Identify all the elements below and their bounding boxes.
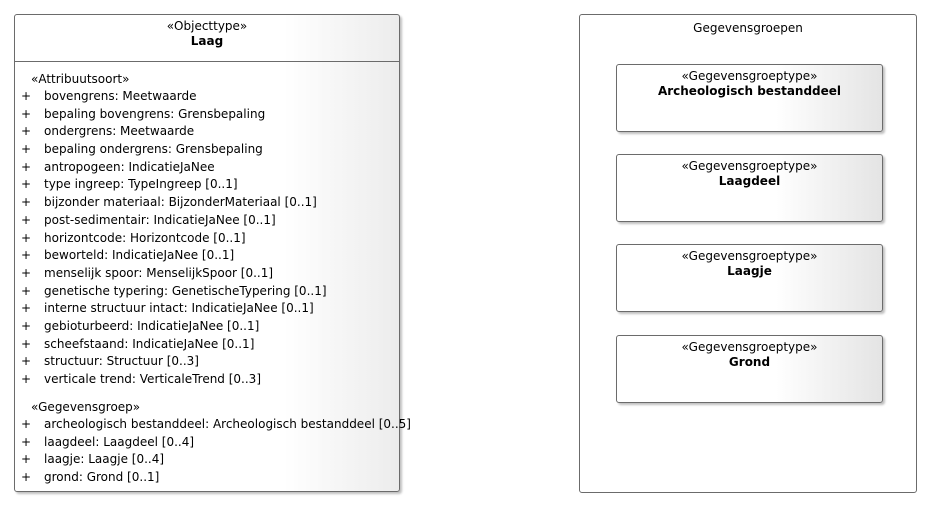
group-type-box-archeologisch-bestanddeel[interactable]: «Gegevensgroeptype» Archeologisch bestan… [616,64,883,132]
attribute-row[interactable]: + post-sedimentair: IndicatieJaNee [0..1] [15,212,399,230]
attribute-row[interactable]: + antropogeen: IndicatieJaNee [15,159,399,177]
attribute-row-text: post-sedimentair: IndicatieJaNee [0..1] [44,212,276,227]
public-visibility-marker: + [21,212,32,227]
attribute-row-text: genetische typering: GenetischeTypering … [44,283,327,298]
group-type-box-laagje[interactable]: «Gegevensgroeptype» Laagje [616,244,883,312]
class-stereotype: «Objecttype» [166,19,248,33]
attribute-row[interactable]: + beworteld: IndicatieJaNee [0..1] [15,247,399,265]
attribute-row-text: horizontcode: Horizontcode [0..1] [44,230,246,245]
group-type-name: Laagdeel [718,174,781,188]
attribute-row[interactable]: + bijzonder materiaal: BijzonderMateriaal… [15,194,399,212]
attribute-row[interactable]: + genetische typering: GenetischeTypering… [15,283,399,301]
attribute-row-text: antropogeen: IndicatieJaNee [44,159,215,174]
attributes-section: «Attribuutsoort» + bovengrens: Meetwaarde… [15,71,399,389]
group-type-stereotype: «Gegevensgroeptype» [681,249,818,263]
groups-section: «Gegevensgroep» + archeologisch bestandde… [15,399,411,487]
attribute-row[interactable]: + horizontcode: Horizontcode [0..1] [15,230,399,248]
attribute-row-text: gebioturbeerd: IndicatieJaNee [0..1] [44,318,260,333]
group-row-text: archeologisch bestanddeel: Archeologisch… [44,417,411,431]
group-type-stereotype: «Gegevensgroeptype» [681,69,818,83]
public-visibility-marker: + [21,248,32,263]
group-row[interactable]: + laagje: Laagje [0..4] [15,451,399,469]
attribute-row[interactable]: + verticale trend: VerticaleTrend [0..3] [15,371,399,389]
group-row-text: grond: Grond [0..1] [44,470,160,485]
public-visibility-marker: + [21,372,32,386]
public-visibility-marker: + [21,452,32,467]
group-type-name: Grond [728,355,771,369]
group-row-text: laagdeel: Laagdeel [0..4] [44,434,195,449]
public-visibility-marker: + [21,142,32,157]
public-visibility-marker: + [21,195,32,210]
attribute-row-text: structuur: Structuur [0..3] [44,354,199,369]
attribute-row-text: verticale trend: VerticaleTrend [0..3] [44,372,261,386]
attribute-row-text: scheefstaand: IndicatieJaNee [0..1] [44,336,255,351]
public-visibility-marker: + [21,230,32,245]
group-type-name: Laagje [727,264,772,278]
package-title: Gegevensgroepen [693,21,803,35]
attribute-row-text: menselijk spoor: MenselijkSpoor [0..1] [44,265,274,280]
attribute-row[interactable]: + ondergrens: Meetwaarde [15,123,399,141]
public-visibility-marker: + [21,159,32,174]
attribute-row[interactable]: + structuur: Structuur [0..3] [15,353,399,371]
group-row[interactable]: + archeologisch bestanddeel: Archeologisc… [15,416,411,434]
attribute-row[interactable]: + interne structuur intact: IndicatieJaNe… [15,300,399,318]
attribute-row[interactable]: + scheefstaand: IndicatieJaNee [0..1] [15,336,399,354]
public-visibility-marker: + [21,470,32,485]
public-visibility-marker: + [21,434,32,449]
public-visibility-marker: + [21,124,32,139]
group-type-box-grond[interactable]: «Gegevensgroeptype» Grond [616,335,883,403]
public-visibility-marker: + [21,417,32,431]
group-row[interactable]: + laagdeel: Laagdeel [0..4] [15,434,399,452]
class-header: «Objecttype» Laag [15,15,399,62]
groups-header: «Gegevensgroep» [31,400,141,414]
group-row[interactable]: + grond: Grond [0..1] [15,469,399,487]
group-row-text: laagje: Laagje [0..4] [44,452,165,467]
group-type-box-laagdeel[interactable]: «Gegevensgroeptype» Laagdeel [616,154,883,222]
class-name: Laag [190,34,224,48]
attribute-row-text: type ingreep: TypeIngreep [0..1] [44,177,238,192]
public-visibility-marker: + [21,106,32,121]
group-type-stereotype: «Gegevensgroeptype» [681,340,818,354]
public-visibility-marker: + [21,301,32,316]
attribute-row[interactable]: + gebioturbeerd: IndicatieJaNee [0..1] [15,318,399,336]
gegevensgroepen-package[interactable]: Gegevensgroepen «Gegevensgroeptype» Arch… [579,14,917,493]
attribute-row-text: bepaling bovengrens: Grensbepaling [44,106,266,121]
public-visibility-marker: + [21,354,32,369]
attribute-row[interactable]: + bepaling ondergrens: Grensbepaling [15,141,399,159]
attribute-row[interactable]: + bepaling bovengrens: Grensbepaling [15,106,399,124]
public-visibility-marker: + [21,265,32,280]
attribute-row-text: ondergrens: Meetwaarde [44,124,195,139]
group-type-name: Archeologisch bestanddeel [657,84,842,98]
attribute-row-text: bovengrens: Meetwaarde [44,89,197,103]
attribute-row-text: bijzonder materiaal: BijzonderMateriaal … [44,195,317,210]
public-visibility-marker: + [21,177,32,192]
public-visibility-marker: + [21,318,32,333]
public-visibility-marker: + [21,283,32,298]
attribute-row-text: interne structuur intact: IndicatieJaNee… [44,301,314,316]
attribute-row[interactable]: + bovengrens: Meetwaarde [15,88,399,106]
attribute-row-text: beworteld: IndicatieJaNee [0..1] [44,248,235,263]
attributes-header: «Attribuutsoort» [31,72,130,86]
attribute-row-text: bepaling ondergrens: Grensbepaling [44,142,263,157]
public-visibility-marker: + [21,89,32,103]
public-visibility-marker: + [21,336,32,351]
attribute-row[interactable]: + menselijk spoor: MenselijkSpoor [0..1] [15,265,399,283]
group-type-stereotype: «Gegevensgroeptype» [681,159,818,173]
laag-class-box[interactable]: «Objecttype» Laag «Attribuutsoort» + bove… [14,14,411,492]
attribute-row[interactable]: + type ingreep: TypeIngreep [0..1] [15,176,399,194]
